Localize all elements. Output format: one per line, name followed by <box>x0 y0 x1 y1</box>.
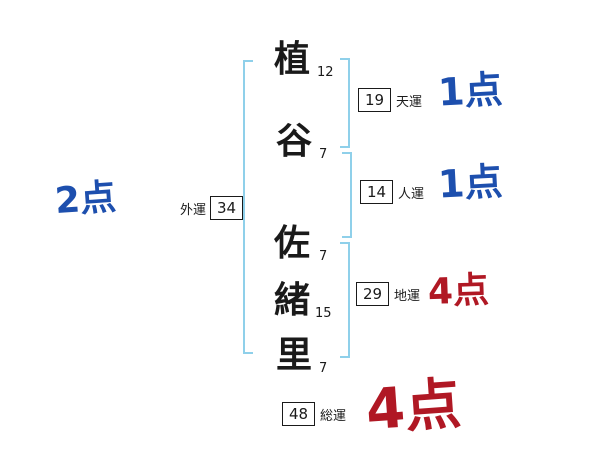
name-char-1: 植 <box>274 39 311 80</box>
fortune-box-chiun: 29 <box>356 282 390 306</box>
name-char-3: 佐 <box>274 223 311 264</box>
stroke-count-3: 7 <box>319 249 328 264</box>
name-char-5: 里 <box>276 335 313 376</box>
score-jinun: 1点 <box>436 159 504 207</box>
fortune-box-tenun: 19 <box>358 88 392 112</box>
name-char-2: 谷 <box>276 121 313 162</box>
bracket-chiun <box>340 242 350 358</box>
fortune-box-soun: 48 <box>282 402 316 426</box>
fortune-box-jinun: 14 <box>360 180 394 204</box>
score-chiun: 4点 <box>427 269 490 314</box>
fortune-box-gaiun: 34 <box>210 196 244 220</box>
bracket-tenun <box>340 58 350 148</box>
stroke-count-4: 15 <box>315 306 332 321</box>
fortune-label-soun: 総運 <box>320 409 347 424</box>
bracket-jinun <box>342 152 352 238</box>
stroke-count-2: 7 <box>319 147 328 162</box>
fortune-label-tenun: 天運 <box>396 95 423 110</box>
bracket-gaiun <box>243 60 253 354</box>
stroke-count-1: 12 <box>317 65 334 80</box>
fortune-label-gaiun: 外運 <box>180 203 207 218</box>
score-soun: 4点 <box>363 371 464 444</box>
score-tenun: 1点 <box>436 67 504 115</box>
fortune-label-chiun: 地運 <box>394 289 421 304</box>
stroke-count-5: 7 <box>319 361 328 376</box>
fortune-label-jinun: 人運 <box>398 187 425 202</box>
score-gaiun: 2点 <box>53 176 118 223</box>
name-char-4: 緒 <box>274 280 311 321</box>
